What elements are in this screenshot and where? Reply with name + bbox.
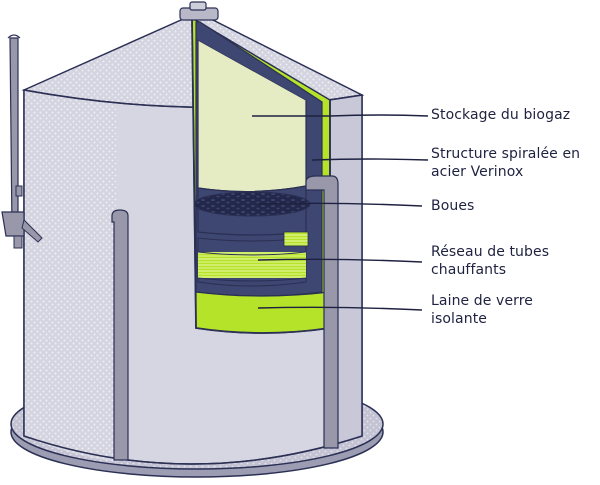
label-line: chauffants: [431, 262, 507, 278]
valve-icon: [1, 211, 43, 249]
leader-laine: [257, 306, 423, 311]
label-biogas-storage: Stockage du biogaz: [431, 106, 570, 124]
label-line: Boues: [431, 198, 475, 214]
label-line: Structure spiralée en: [431, 146, 581, 162]
heating-tubes: [197, 231, 309, 287]
leader-lines: [252, 114, 429, 311]
label-line: Laine de verre: [431, 293, 534, 309]
insulation-band: [195, 291, 331, 334]
leader-structure: [311, 158, 429, 161]
label-spiral-structure: Structure spiralée en acier Verinox: [431, 145, 580, 181]
label-line: acier Verinox: [431, 164, 524, 180]
label-line: Stockage du biogaz: [431, 107, 571, 123]
leader-boues: [257, 202, 423, 207]
label-glass-wool: Laine de verre isolante: [431, 292, 533, 328]
leader-biogas: [252, 114, 429, 117]
sludge-layer: [193, 185, 311, 236]
label-line: isolante: [431, 311, 487, 327]
pipes: [1, 34, 339, 461]
label-line: Réseau de tubes: [431, 244, 550, 260]
cutaway-section: [191, 16, 331, 334]
leader-tubes: [257, 258, 423, 263]
label-heating-tubes: Réseau de tubes chauffants: [431, 243, 549, 279]
label-sludge: Boues: [431, 197, 474, 215]
roof-cap: [179, 1, 219, 21]
